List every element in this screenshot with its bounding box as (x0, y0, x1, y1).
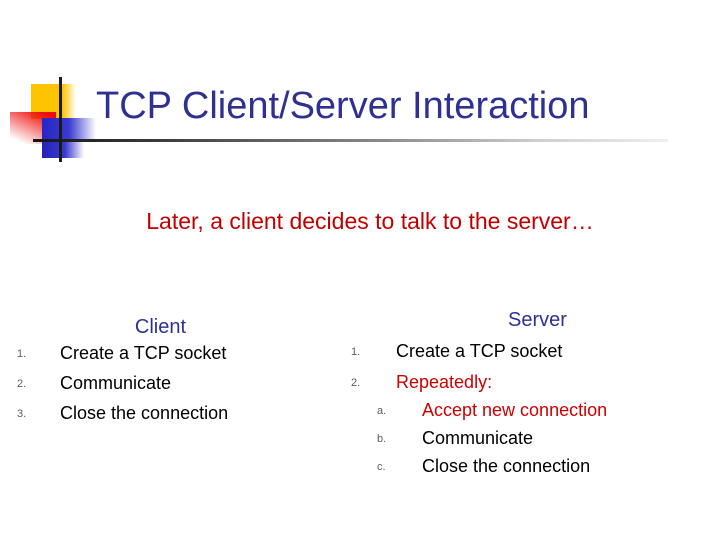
client-list-item: 2. Communicate (0, 372, 340, 394)
list-item-text: Accept new connection (422, 400, 608, 420)
list-item-text: Close the connection (60, 403, 229, 423)
logo-blue-square-tail (42, 142, 84, 158)
title-separator-line (33, 139, 668, 142)
server-column-heading: Server (508, 309, 567, 331)
list-item-text: Create a TCP socket (396, 341, 563, 361)
logo-blue-square (42, 118, 96, 142)
server-sublist-item: c. Close the connection (0, 455, 590, 477)
list-number: 1. (351, 346, 361, 358)
list-item-text: Communicate (60, 373, 172, 393)
server-list-item: 2. Repeatedly: (0, 371, 492, 393)
client-list-item: 3. Close the connection (0, 402, 340, 424)
server-sublist-item: b. Communicate (0, 427, 533, 449)
list-letter: c. (377, 461, 386, 473)
logo-vertical-line (59, 77, 62, 162)
list-number: 1. (17, 348, 27, 360)
list-number: 2. (17, 378, 27, 390)
list-letter: b. (377, 433, 387, 445)
client-list-item: 1. Create a TCP socket (0, 342, 340, 364)
slide-subtitle: Later, a client decides to talk to the s… (146, 208, 594, 234)
list-item-text: Repeatedly: (396, 372, 493, 392)
list-item-text: Close the connection (422, 456, 591, 476)
list-item-text: Communicate (422, 428, 534, 448)
list-number: 3. (17, 408, 27, 420)
server-sublist-item: a. Accept new connection (0, 399, 607, 421)
list-item-text: Create a TCP socket (60, 343, 227, 363)
server-list-item: 1. Create a TCP socket (0, 340, 562, 362)
list-number: 2. (351, 377, 361, 389)
list-letter: a. (377, 405, 387, 417)
slide-title: TCP Client/Server Interaction (96, 85, 590, 127)
client-column-heading: Client (134, 316, 187, 338)
